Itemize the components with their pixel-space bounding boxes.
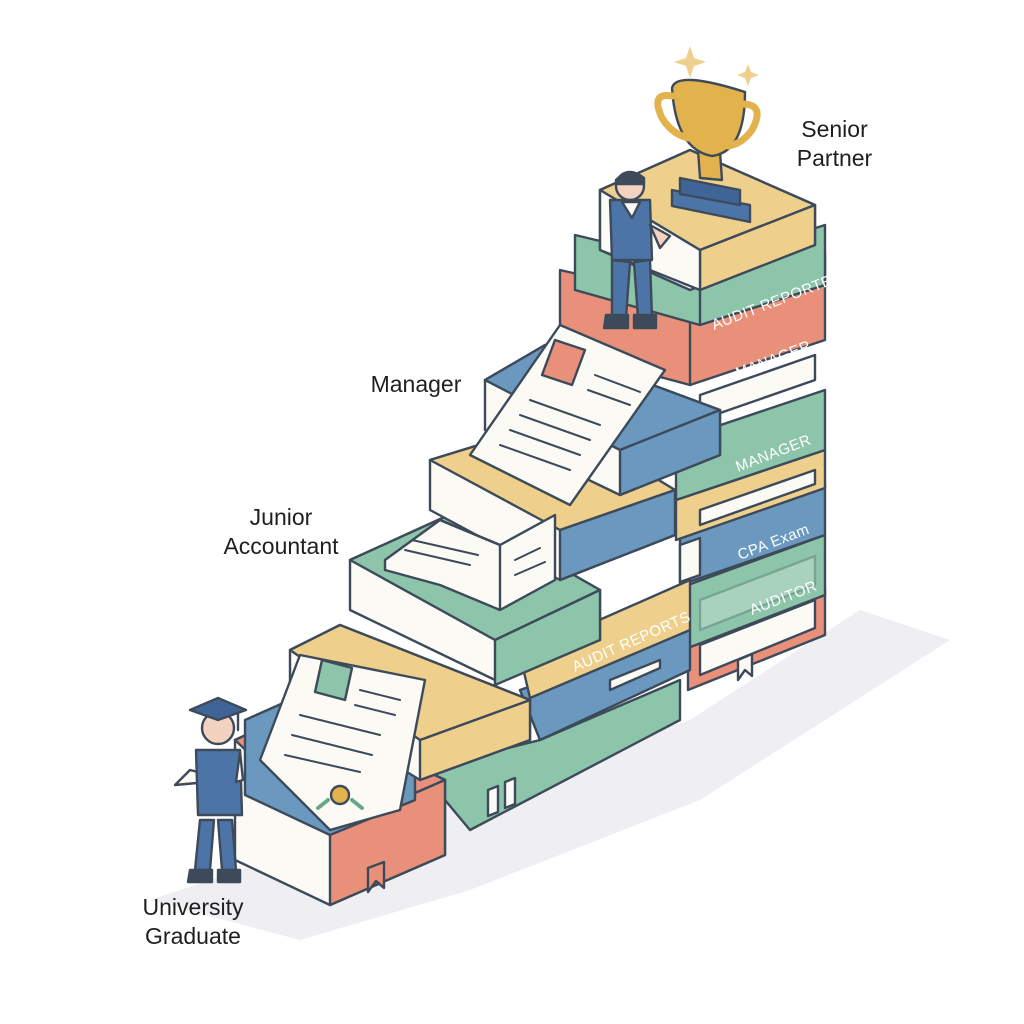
- label-senior-partner: Senior Partner: [772, 115, 897, 173]
- label-manager: Manager: [370, 371, 462, 397]
- handshake-icon: [648, 223, 672, 250]
- middle-stack: AUDIT REPORTS: [348, 323, 722, 832]
- book-green-bottom: [418, 678, 682, 832]
- open-book: [383, 513, 557, 612]
- manager-document: [468, 323, 667, 507]
- label-line-2: Partner: [796, 145, 873, 171]
- book-blue-mid: [518, 628, 692, 742]
- label-line-2: Graduate: [145, 923, 241, 949]
- trophy-icon: [654, 78, 761, 224]
- label-line-2: Accountant: [223, 533, 339, 559]
- label-line-1: University: [142, 894, 244, 920]
- bookmark-icon: [366, 860, 386, 894]
- book-auditor: AUDITOR: [686, 533, 827, 650]
- label-line-1: Senior: [801, 116, 868, 142]
- graduate-figure: [173, 696, 248, 884]
- label-line-1: Junior: [249, 504, 313, 530]
- label-junior-accountant: Junior Accountant: [196, 503, 366, 561]
- graduation-cap-icon: [188, 696, 248, 722]
- award-ribbon-icon: [316, 784, 364, 810]
- sparkle-icon: [674, 46, 759, 86]
- diploma-document: [258, 653, 427, 832]
- label-university-graduate: University Graduate: [118, 893, 268, 951]
- partner-figure: [602, 170, 672, 330]
- bookmark-icon: [736, 652, 754, 682]
- left-stack: [233, 623, 532, 907]
